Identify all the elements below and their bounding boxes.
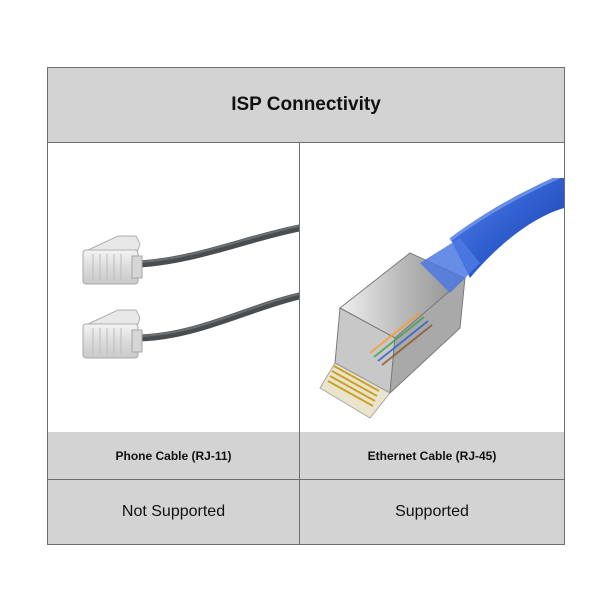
ethernet-cable-label-cell: Ethernet Cable (RJ-45) — [300, 432, 564, 479]
phone-cable-label: Phone Cable (RJ-11) — [115, 448, 232, 463]
table-title-row: ISP Connectivity — [48, 68, 564, 143]
ethernet-cable-label: Ethernet Cable (RJ-45) — [367, 448, 497, 463]
phone-cable-rj11-image — [82, 224, 299, 359]
table-title: ISP Connectivity — [231, 94, 381, 115]
phone-cable-label-cell: Phone Cable (RJ-11) — [48, 432, 300, 479]
phone-cable-status-cell: Not Supported — [48, 480, 300, 544]
cable-label-row: Phone Cable (RJ-11) Ethernet Cable (RJ-4… — [48, 432, 564, 480]
ethernet-cable-status-cell: Supported — [300, 480, 564, 544]
support-status-row: Not Supported Supported — [48, 480, 564, 544]
ethernet-cable-status: Supported — [395, 503, 469, 520]
isp-connectivity-table: ISP Connectivity — [47, 67, 565, 545]
ethernet-cable-rj45-image — [319, 178, 564, 419]
phone-cable-status: Not Supported — [121, 503, 226, 520]
